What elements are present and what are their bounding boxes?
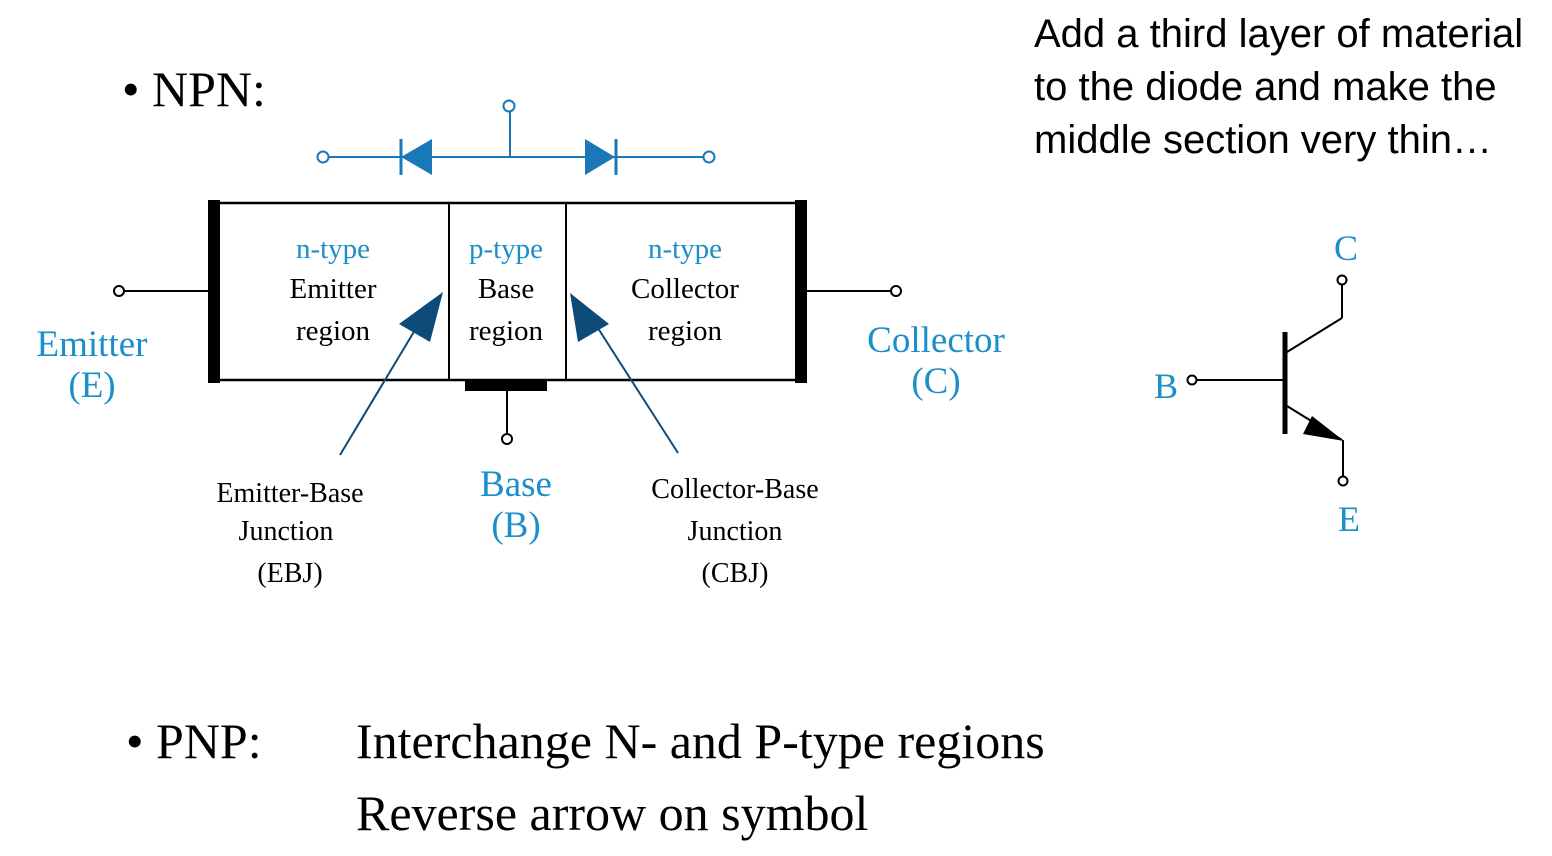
symbol-emitter-arrow: [1303, 416, 1344, 441]
collector-terminal: [890, 285, 902, 297]
cbj-label-2: Junction: [688, 516, 783, 547]
diode-triangle-left: [401, 139, 432, 175]
npn-heading: • NPN:: [122, 61, 266, 117]
region-base-region: region: [469, 315, 544, 347]
base-label: Base: [480, 464, 552, 505]
base-terminal: [501, 433, 513, 445]
diode-equivalent: [316, 99, 716, 175]
symbol-emitter-terminal: [1337, 475, 1349, 487]
diode-terminal-left: [316, 150, 330, 164]
region-base-type: p-type: [469, 233, 543, 265]
region-emitter-name: Emitter: [290, 273, 377, 305]
ebj-pointer-line: [339, 319, 422, 456]
region-collector-region: region: [648, 315, 723, 347]
cbj-label-1: Collector-Base: [651, 474, 818, 505]
emitter-contact: [208, 200, 220, 383]
region-emitter-region: region: [296, 315, 371, 347]
npn-symbol: [1186, 274, 1349, 487]
pnp-heading: • PNP:: [126, 713, 262, 769]
emitter-terminal: [113, 285, 125, 297]
symbol-collector-diagonal: [1286, 317, 1343, 353]
region-base-name: Base: [478, 273, 534, 305]
base-contact: [465, 379, 547, 391]
base-abbr: (B): [491, 505, 540, 546]
pnp-line-2: Reverse arrow on symbol: [356, 785, 869, 841]
diode-triangle-right: [585, 139, 615, 175]
ebj-pointer-head: [399, 292, 443, 342]
symbol-collector-terminal: [1336, 274, 1348, 286]
ebj-label-3: (EBJ): [257, 558, 322, 589]
collector-abbr: (C): [911, 361, 960, 402]
diode-terminal-top: [502, 99, 516, 113]
symbol-base-terminal: [1186, 374, 1198, 386]
cbj-pointer-head: [570, 293, 609, 342]
diode-terminal-right: [702, 150, 716, 164]
symbol-label-e: E: [1338, 499, 1360, 539]
emitter-label: Emitter: [37, 324, 148, 365]
note-text: Add a third layer of material to the dio…: [1034, 12, 1524, 162]
cbj-pointer-line: [593, 321, 679, 454]
collector-label: Collector: [867, 320, 1005, 361]
symbol-label-c: C: [1334, 228, 1358, 268]
ebj-label-2: Junction: [239, 516, 334, 547]
symbol-label-b: B: [1154, 366, 1178, 406]
region-collector-type: n-type: [648, 233, 722, 265]
cbj-label-3: (CBJ): [702, 558, 769, 589]
ebj-label-1: Emitter-Base: [216, 478, 363, 509]
transistor-block: [208, 200, 807, 391]
region-collector-name: Collector: [631, 273, 739, 305]
emitter-abbr: (E): [68, 365, 115, 406]
collector-contact: [795, 200, 807, 383]
region-emitter-type: n-type: [296, 233, 370, 265]
pnp-line-1: Interchange N- and P-type regions: [356, 713, 1045, 769]
